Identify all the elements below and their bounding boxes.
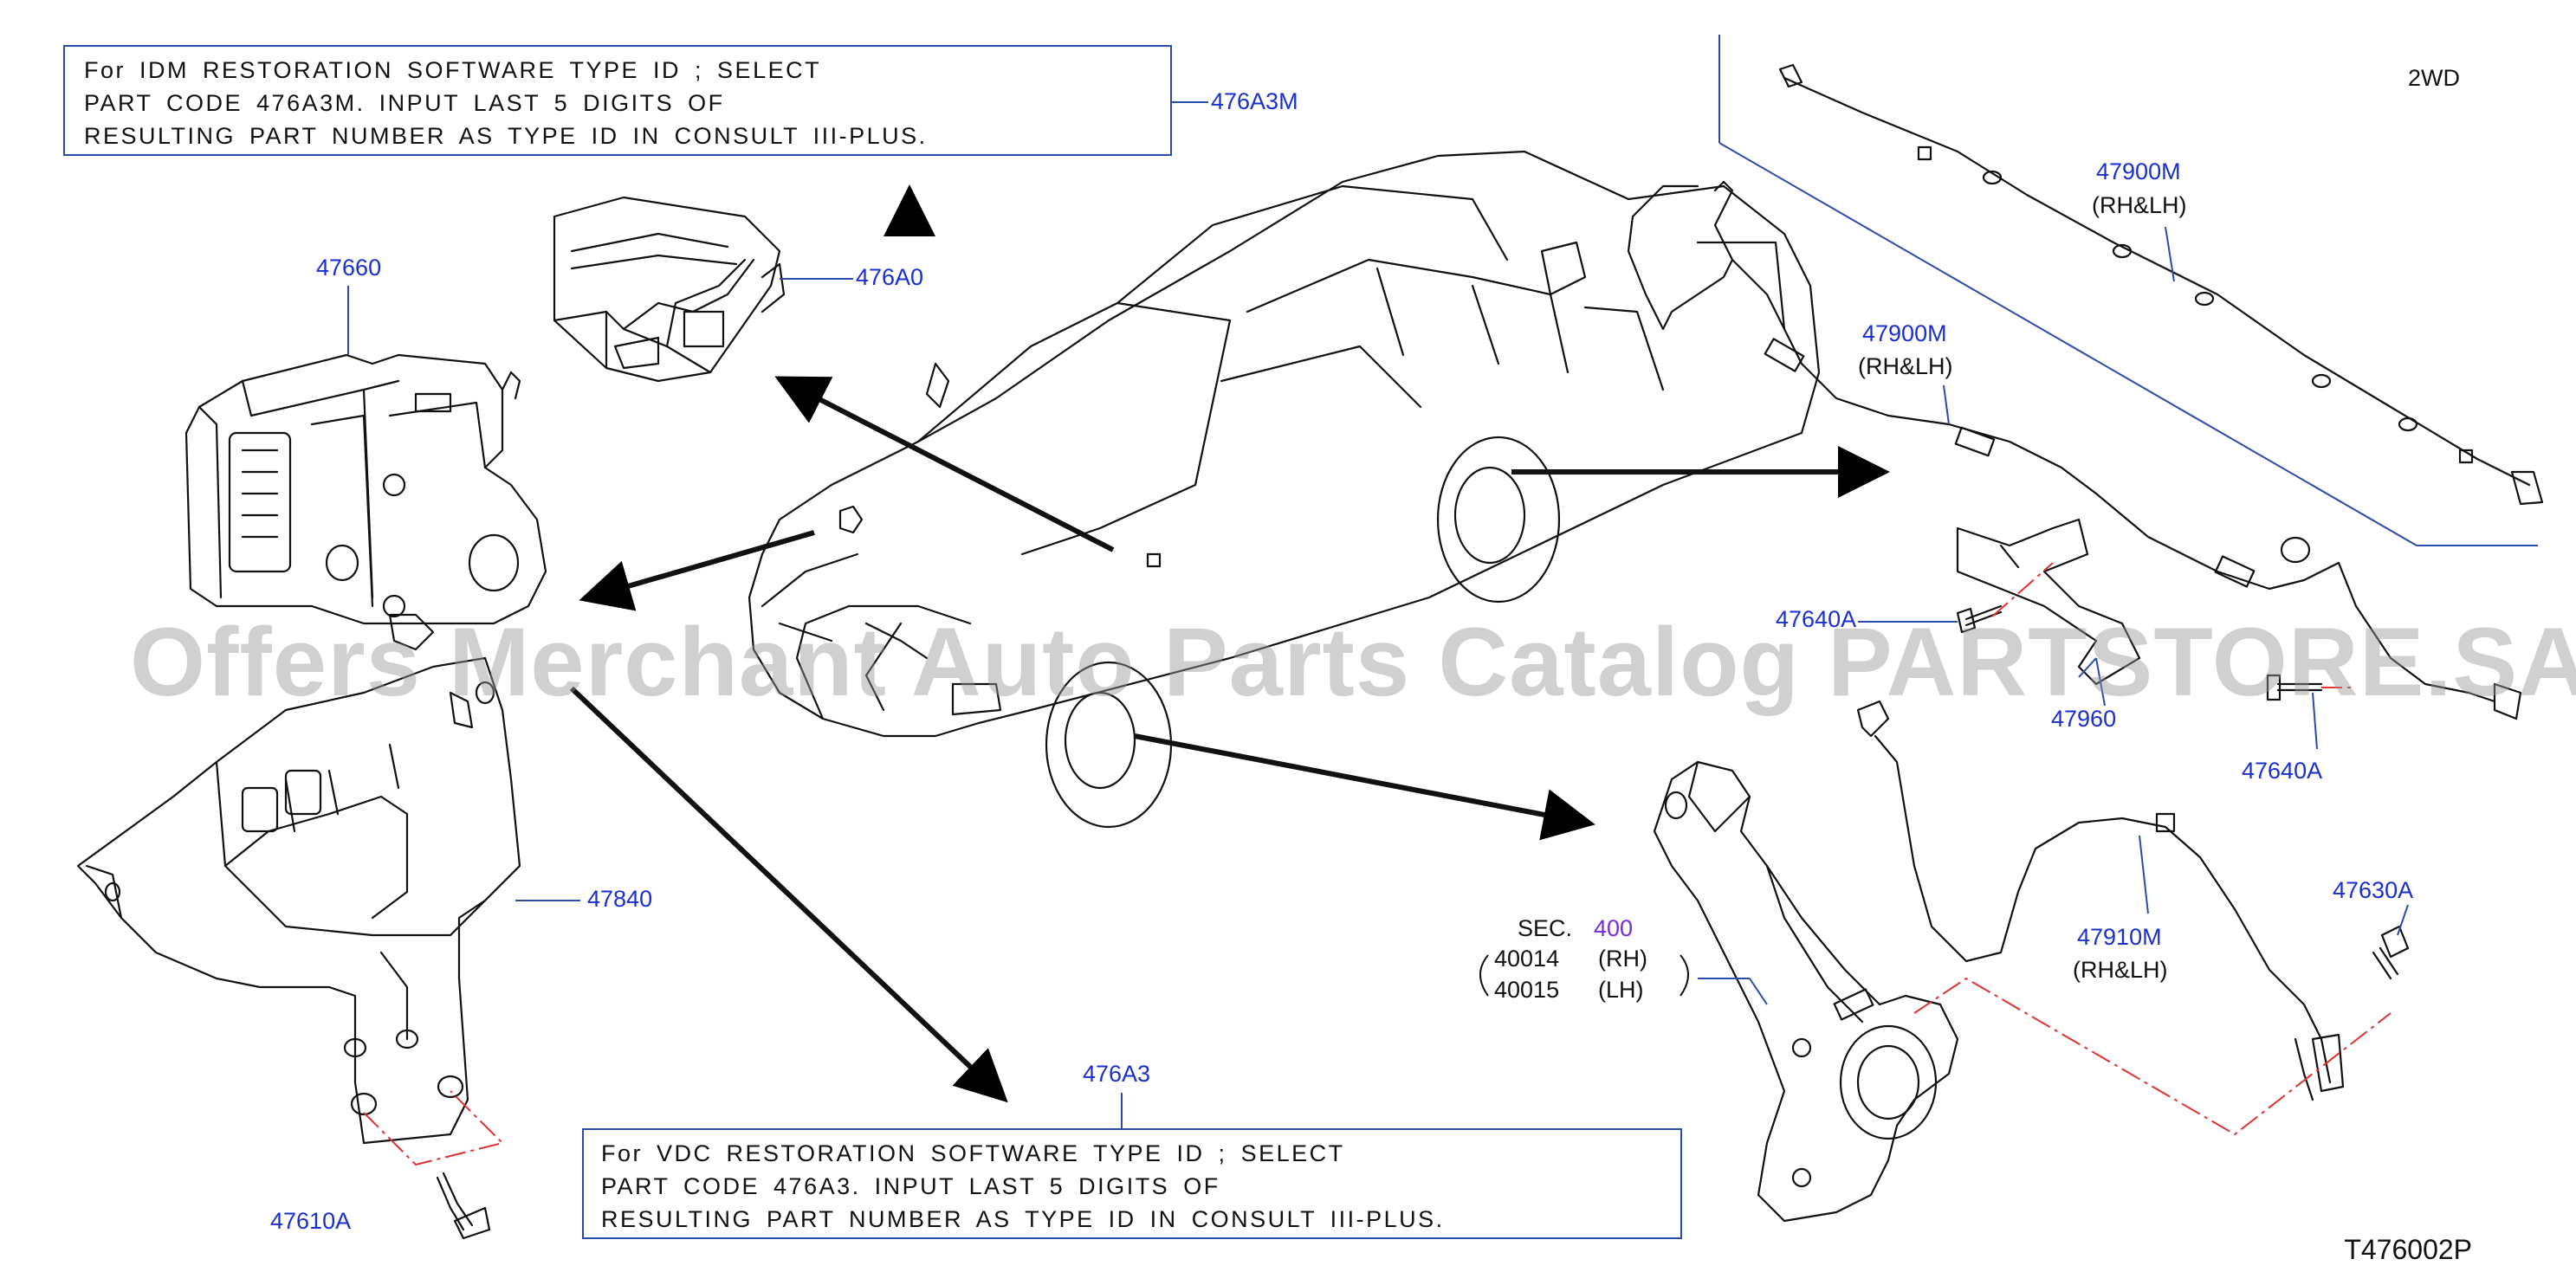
idm-note-line-1: For IDM RESTORATION SOFTWARE TYPE ID ; S… — [84, 57, 822, 83]
sensor-47900m-rear — [1627, 180, 2522, 720]
idm-note-line-3: RESULTING PART NUMBER AS TYPE ID IN CONS… — [84, 123, 928, 149]
vdc-note-line-2: PART CODE 476A3. INPUT LAST 5 DIGITS OF — [601, 1173, 1220, 1199]
part-label-47660[interactable]: 47660 — [316, 255, 382, 281]
part-label-47900m-mid[interactable]: 47900M — [1862, 320, 1947, 346]
idm-note-line-2: PART CODE 476A3M. INPUT LAST 5 DIGITS OF — [84, 90, 725, 116]
bolt-47640a-right — [2266, 674, 2323, 701]
diagram-code: T476002P — [2344, 1234, 2472, 1265]
steering-knuckle — [1653, 760, 1959, 1223]
sec-number-link[interactable]: 400 — [1594, 915, 1634, 941]
vehicle-outline — [748, 150, 1821, 829]
vdc-restoration-note: For VDC RESTORATION SOFTWARE TYPE ID ; S… — [582, 1128, 1682, 1239]
part-label-476a3[interactable]: 476A3 — [1083, 1061, 1151, 1087]
qualifier-rhlh-mid: (RH&LH) — [1858, 353, 1953, 379]
watermark: Offers Merchant Auto Parts Catalog PARTS… — [130, 608, 2576, 716]
leader-lines — [347, 35, 2538, 1128]
sec-brackets — [1479, 954, 1689, 997]
bolt-47630a — [2372, 925, 2410, 980]
part-label-47960[interactable]: 47960 — [2051, 706, 2117, 732]
ref-lh: (LH) — [1598, 977, 1644, 1003]
sensor-47900m-2wd — [1778, 63, 2544, 506]
idm-restoration-note: For IDM RESTORATION SOFTWARE TYPE ID ; S… — [63, 45, 1172, 156]
part-label-47630a[interactable]: 47630A — [2333, 877, 2414, 903]
bolt-47610a — [436, 1172, 491, 1240]
sec-label: SEC. — [1518, 915, 1573, 941]
vdc-note-line-3: RESULTING PART NUMBER AS TYPE ID IN CONS… — [601, 1206, 1445, 1232]
part-label-47900m-top[interactable]: 47900M — [2096, 158, 2181, 184]
part-label-476a0[interactable]: 476A0 — [856, 264, 924, 290]
ref-40015: 40015 — [1494, 977, 1560, 1003]
clip-47960 — [1956, 518, 2141, 686]
arrows — [569, 184, 1890, 1103]
drive-type-2wd: 2WD — [2408, 65, 2460, 91]
assembly-lines — [363, 562, 2392, 1166]
part-label-47640a-right[interactable]: 47640A — [2242, 758, 2323, 784]
vdc-note-line-1: For VDC RESTORATION SOFTWARE TYPE ID ; S… — [601, 1140, 1345, 1166]
part-label-47910m[interactable]: 47910M — [2077, 924, 2162, 950]
sensor-47910m-front — [1856, 700, 2345, 1101]
abs-actuator-47660 — [184, 353, 547, 651]
ref-rh: (RH) — [1598, 946, 1647, 972]
idm-module-476a0 — [553, 196, 786, 383]
part-label-476a3m[interactable]: 476A3M — [1211, 88, 1298, 114]
qualifier-rhlh-top: (RH&LH) — [2092, 192, 2187, 218]
part-label-47610a[interactable]: 47610A — [270, 1208, 352, 1234]
part-label-47840[interactable]: 47840 — [587, 886, 653, 912]
part-label-47640a-left[interactable]: 47640A — [1776, 606, 1857, 632]
qualifier-rhlh-bottom: (RH&LH) — [2073, 957, 2168, 983]
bracket-47840 — [76, 656, 521, 1145]
ref-40014: 40014 — [1494, 946, 1560, 972]
